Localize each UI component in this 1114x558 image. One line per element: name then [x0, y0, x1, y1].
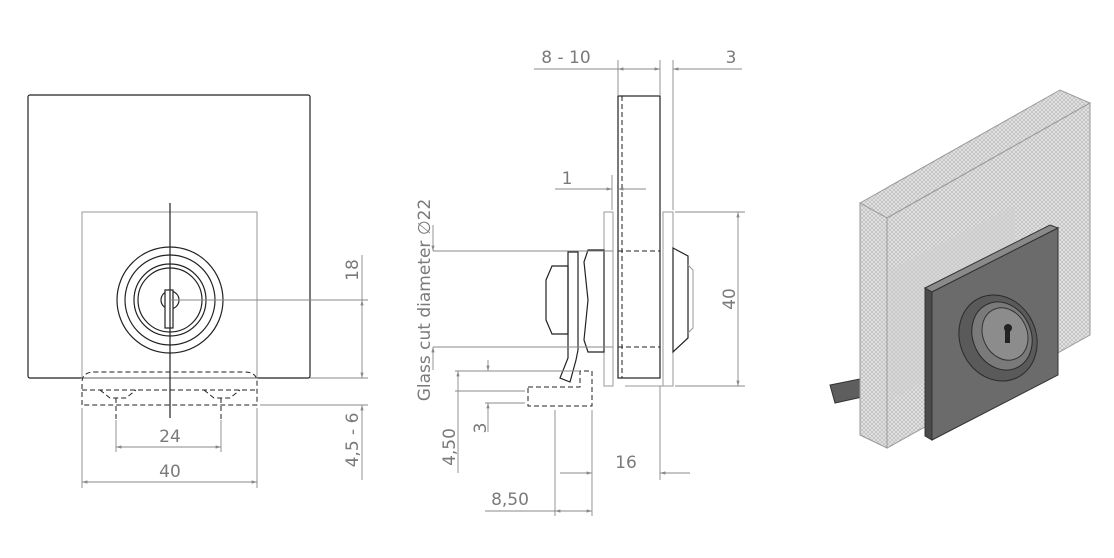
gasket-left: [603, 211, 614, 387]
foot-section: [527, 370, 593, 407]
dim-1: 1: [562, 169, 573, 189]
cam-lever: [559, 251, 579, 383]
dim-24: 24: [159, 427, 181, 447]
gasket-right: [662, 211, 674, 387]
dim-18: 18: [343, 259, 363, 281]
front-view: 18 4,5 - 6 24 40: [27, 94, 368, 488]
glass-cut-diameter-label: Glass cut diameter ∅22: [415, 199, 435, 402]
glass-side-face: [859, 202, 888, 449]
dim-16: 16: [615, 453, 637, 473]
keyhole-icon: [164, 289, 174, 329]
glass-section: [617, 95, 661, 379]
cam-foot: [81, 371, 258, 406]
lock-cylinder-3d-icon: [958, 294, 1038, 382]
dim-40-width: 40: [159, 462, 181, 482]
dim-8-10: 8 - 10: [541, 48, 590, 68]
cylinder-head: [672, 247, 689, 354]
dim-40-plate: 40: [720, 288, 740, 310]
dim-3-gap: 3: [726, 48, 737, 68]
cam-nut: [545, 265, 569, 335]
dim-8-50: 8,50: [491, 490, 529, 510]
dim-4-50: 4,50: [440, 428, 460, 466]
isometric-view: [829, 89, 1092, 449]
hex-nut: [583, 249, 605, 353]
side-view: 8 - 10 3 1 Glass cut diameter ∅22 40 4,5…: [415, 48, 745, 516]
dim-4-5-6: 4,5 - 6: [343, 413, 363, 468]
dim-3-foot: 3: [471, 423, 491, 434]
